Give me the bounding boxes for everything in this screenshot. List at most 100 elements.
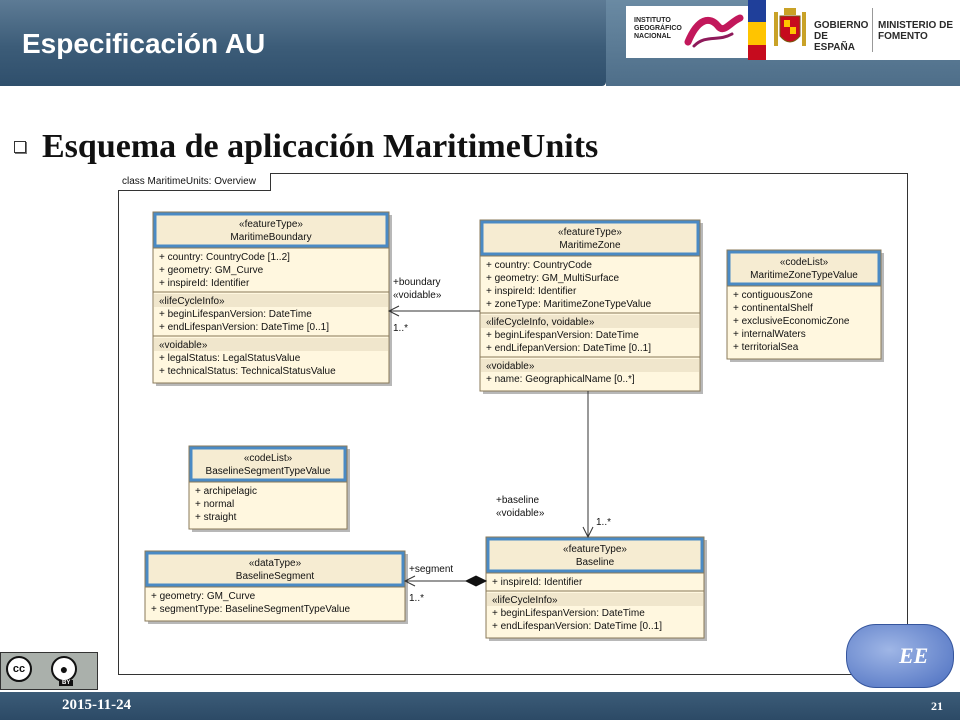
slide-footer: 2015-11-24 21 [0, 692, 960, 720]
class-attribute: + country: CountryCode [1..2] [159, 252, 290, 263]
uml-diagram-canvas: «featureType» MaritimeBoundary + country: … [144, 211, 884, 641]
class-stereotype: «featureType» [239, 219, 303, 230]
class-attribute: + exclusiveEconomicZone [733, 316, 850, 327]
association-multiplicity: 1..* [409, 593, 424, 604]
class-name: MaritimeZoneTypeValue [750, 270, 858, 281]
composition-diamond-icon [464, 575, 488, 587]
section-header-bg [481, 315, 699, 328]
uml-class-maritime-boundary: «featureType» MaritimeBoundary + country: … [152, 211, 392, 386]
class-attribute: + territorialSea [733, 342, 799, 353]
slide-header: Especificación AU INSTITUTO GEOGRÁFICO N… [0, 0, 960, 90]
class-attribute: + geometry: GM_Curve [159, 265, 264, 276]
association-multiplicity: 1..* [393, 323, 408, 334]
class-attribute: + endLifespanVersion: DateTime [0..1] [159, 322, 329, 333]
section-header-bg [154, 338, 388, 351]
class-attribute: + inspireId: Identifier [159, 278, 250, 289]
class-attribute: + geometry: GM_Curve [151, 591, 256, 602]
logo-strip: INSTITUTO GEOGRÁFICO NACIONAL GOBIERNO D… [606, 0, 960, 86]
class-attribute: + geometry: GM_MultiSurface [486, 273, 620, 284]
class-attribute: + endLifepanVersion: DateTime [0..1] [486, 343, 651, 354]
ign-brush-mark-icon [684, 14, 744, 48]
slide-title: Esquema de aplicación MaritimeUnits [42, 128, 599, 165]
cc-license-badge: cc ● BY [0, 652, 98, 690]
eu-flag-icon [748, 0, 766, 22]
class-name: BaselineSegment [236, 571, 315, 582]
association-stereotype: «voidable» [393, 290, 442, 301]
class-title-box [153, 212, 389, 248]
class-attribute: + internalWaters [733, 329, 806, 340]
ign-logo-text: INSTITUTO GEOGRÁFICO NACIONAL [634, 17, 682, 40]
government-logo: GOBIERNO DE ESPAÑA MINISTERIO DE FOMENTO [748, 0, 960, 60]
class-stereotype: «codeList» [780, 257, 829, 268]
class-title-box [486, 537, 704, 573]
class-attribute: + legalStatus: LegalStatusValue [159, 353, 301, 364]
class-section-header: «lifeCycleInfo, voidable» [486, 317, 595, 328]
class-title-box [727, 250, 881, 286]
section-header-bg [487, 593, 703, 606]
class-name: BaselineSegmentTypeValue [206, 466, 331, 477]
government-text: GOBIERNO DE ESPAÑA [814, 20, 869, 53]
logo-divider [872, 8, 873, 52]
class-attribute: + name: GeographicalName [0..*] [486, 374, 635, 385]
ign-logo: INSTITUTO GEOGRÁFICO NACIONAL [626, 6, 748, 58]
ministry-text: MINISTERIO DE FOMENTO [878, 20, 954, 42]
slide-title-row: Esquema de aplicación MaritimeUnits [14, 128, 598, 166]
attribution-person-icon: ● [51, 656, 77, 682]
cc-by-label: BY [59, 680, 74, 686]
uml-diagram: «featureType» MaritimeBoundary + country: … [118, 173, 908, 675]
header-band: Especificación AU [0, 0, 606, 86]
class-attribute: + inspireId: Identifier [492, 577, 583, 588]
class-attribute: + country: CountryCode [486, 260, 592, 271]
class-name: MaritimeZone [559, 240, 621, 251]
cc-icon: cc [6, 656, 32, 682]
class-attribute: + beginLifespanVersion: DateTime [492, 608, 645, 619]
class-attribute: + straight [195, 512, 237, 523]
association-multiplicity: 1..* [596, 517, 611, 528]
association-role: +boundary [393, 277, 441, 288]
class-attribute: + inspireId: Identifier [486, 286, 577, 297]
header-title: Especificación AU [22, 28, 266, 59]
class-attribute: + segmentType: BaselineSegmentTypeValue [151, 604, 351, 615]
association-boundary: +boundary «voidable» 1..* [387, 277, 480, 334]
class-name: Baseline [576, 557, 615, 568]
class-attribute: + normal [195, 499, 234, 510]
section-header-bg [154, 294, 388, 307]
eu-badge-text: EE [899, 643, 929, 668]
class-attribute: + endLifespanVersion: DateTime [0..1] [492, 621, 662, 632]
diagram-frame-label: class MaritimeUnits: Overview [118, 173, 271, 191]
uml-class-baseline: «featureType» Baseline + inspireId: Identi… [485, 536, 707, 641]
class-attribute: + continentalShelf [733, 303, 813, 314]
footer-page-number: 21 [931, 699, 943, 713]
class-section-header: «voidable» [486, 361, 535, 372]
class-attribute: + beginLifespanVersion: DateTime [486, 330, 639, 341]
association-baseline: +baseline«voidable»1..* [496, 391, 611, 539]
class-attribute: + contiguousZone [733, 290, 813, 301]
class-section-header: «lifeCycleInfo» [159, 296, 225, 307]
coat-of-arms-icon [774, 8, 806, 46]
uml-class-maritime-zone: «featureType» MaritimeZone + country: Coun… [479, 219, 703, 394]
arrow-head-icon [582, 526, 594, 539]
diagram-frame-label-text: class MaritimeUnits: Overview [122, 176, 256, 187]
uml-class-baseline-segment: «dataType» BaselineSegment + geometry: GM_… [144, 550, 408, 624]
class-stereotype: «codeList» [244, 453, 293, 464]
section-header-bg [481, 359, 699, 372]
class-attribute: + zoneType: MaritimeZoneTypeValue [486, 299, 652, 310]
footer-date: 2015-11-24 [62, 697, 132, 713]
class-stereotype: «featureType» [558, 227, 622, 238]
class-title-box [145, 551, 405, 587]
arrow-head-icon [403, 575, 416, 587]
class-attribute: + technicalStatus: TechnicalStatusValue [159, 366, 336, 377]
class-name: MaritimeBoundary [230, 232, 311, 243]
uml-class-maritime-zone-type-value: «codeList» MaritimeZoneTypeValue + contigu… [726, 249, 884, 362]
class-title-box [480, 220, 700, 256]
checkbox-bullet-icon [14, 141, 26, 153]
class-attribute: + beginLifespanVersion: DateTime [159, 309, 312, 320]
class-title-box [189, 446, 347, 482]
uml-class-baseline-segment-type-value: «codeList» BaselineSegmentTypeValue + arch… [188, 445, 350, 532]
eu-badge: EE [846, 624, 954, 688]
class-attribute: + archipelagic [195, 486, 257, 497]
class-stereotype: «dataType» [249, 558, 302, 569]
class-stereotype: «featureType» [563, 544, 627, 555]
class-section-header: «lifeCycleInfo» [492, 595, 558, 606]
